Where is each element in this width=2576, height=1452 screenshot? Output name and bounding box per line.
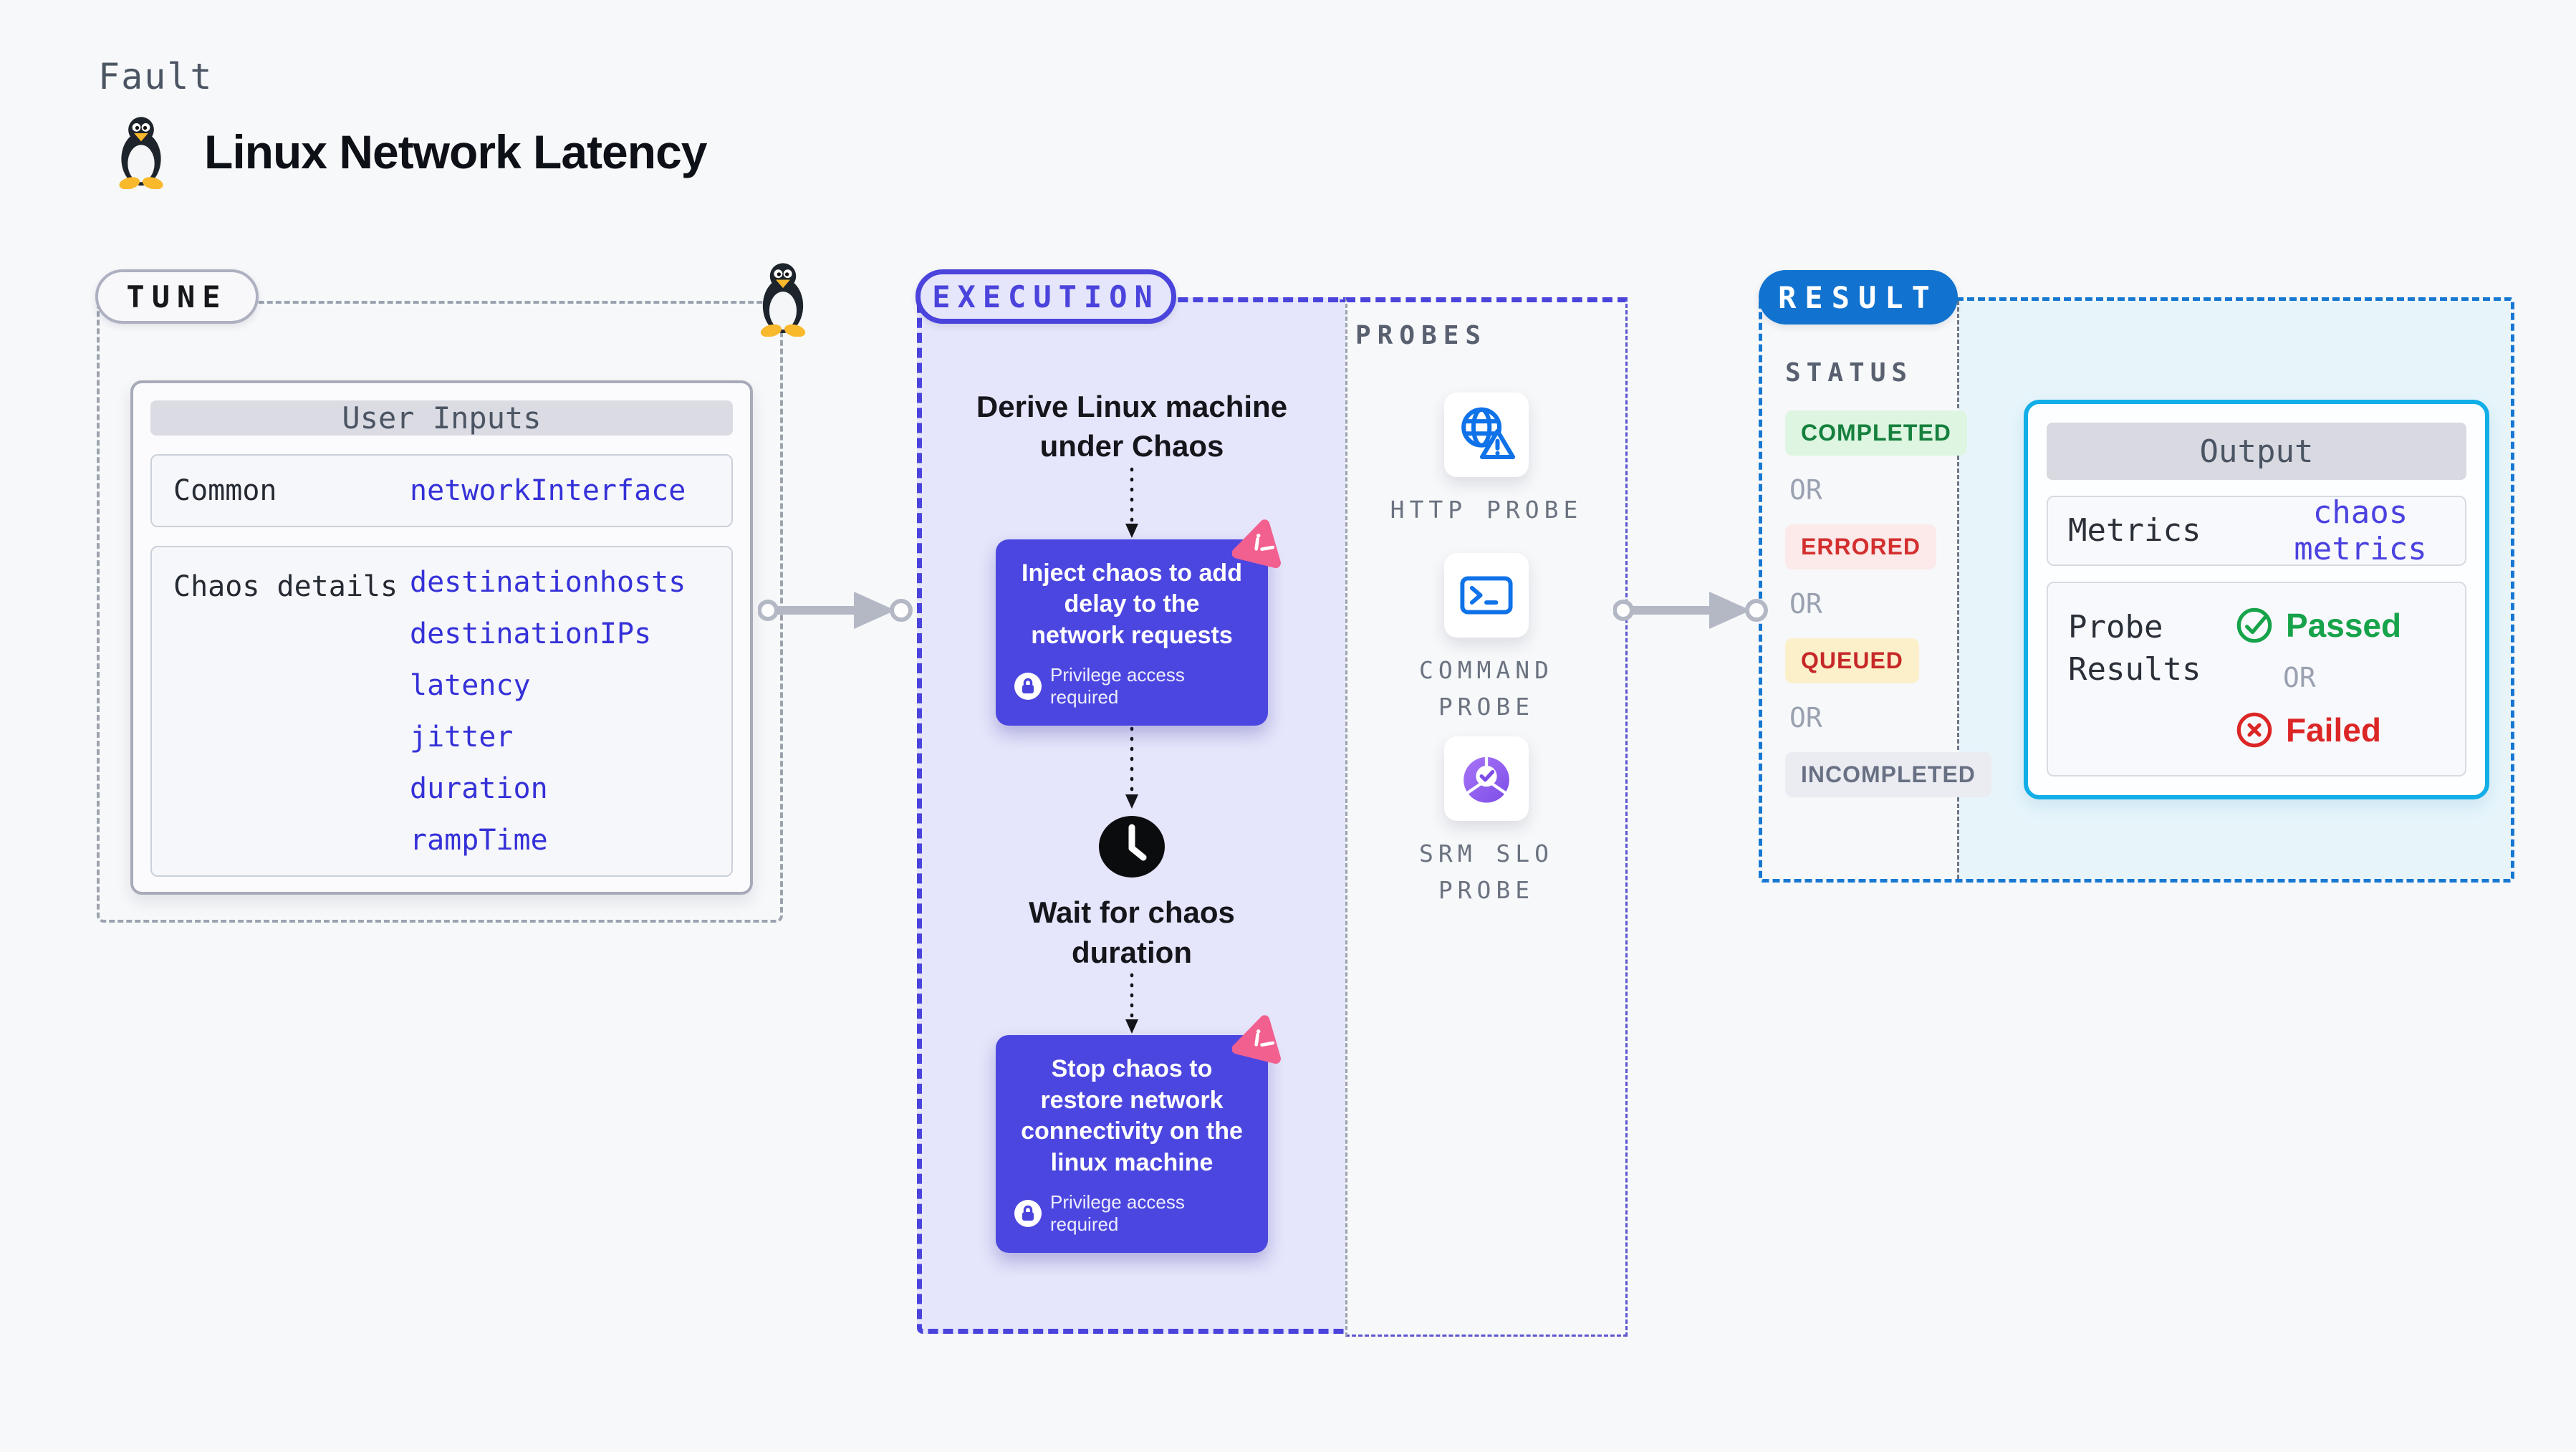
input-value: networkInterface <box>410 474 686 507</box>
status-badge-completed: COMPLETED <box>1785 410 1967 456</box>
input-value: destinationIPs <box>410 617 652 650</box>
input-value: rampTime <box>410 824 548 857</box>
probe-results-label: Probe Results <box>2068 609 2201 688</box>
probes-section-box <box>1345 297 1628 1337</box>
or-label: OR <box>1789 588 1822 620</box>
input-row-common: Common networkInterface <box>150 454 733 527</box>
status-badge-errored: ERRORED <box>1785 524 1937 569</box>
command-probe-item: COMMAND PROBE <box>1379 553 1594 725</box>
terminal-icon <box>1460 576 1513 615</box>
input-row-chaos-details: Chaos details destinationhosts destinati… <box>150 546 733 877</box>
status-heading: STATUS <box>1785 358 1913 388</box>
srm-slo-probe-card <box>1444 736 1529 821</box>
execution-to-result-arrow <box>1613 592 1768 629</box>
metrics-value: chaos metrics <box>2294 494 2427 567</box>
command-probe-card <box>1444 553 1529 638</box>
or-label: OR <box>1789 474 1822 506</box>
user-inputs-header: User Inputs <box>150 400 733 436</box>
failed-x-icon <box>2236 712 2272 748</box>
probe-results-row: Probe Results Passed OR Faile <box>2047 582 2466 777</box>
dotted-down-arrow-icon <box>1125 467 1138 538</box>
execution-section-pill: EXECUTION <box>915 269 1176 324</box>
result-section-box <box>1759 297 2514 883</box>
probes-heading: PROBES <box>1355 321 1488 350</box>
derive-step-text: Derive Linux machine under Chaos <box>976 390 1288 463</box>
stop-chaos-step-card: Stop chaos to restore network connectivi… <box>996 1015 1281 1254</box>
passed-check-icon <box>2236 607 2272 643</box>
tux-penguin-icon <box>759 263 807 337</box>
lock-icon <box>1014 1200 1042 1228</box>
srm-slo-probe-item: SRM SLO PROBE <box>1379 736 1594 908</box>
input-value: destinationhosts <box>410 566 686 599</box>
output-header: Output <box>2047 423 2466 480</box>
tux-penguin-logo <box>117 117 165 189</box>
privilege-access-label: Privilege access required <box>1050 1191 1185 1236</box>
user-inputs-card: User Inputs Common networkInterface Chao… <box>130 380 753 895</box>
stop-chaos-text: Stop chaos to restore network connectivi… <box>1021 1055 1243 1176</box>
slo-pie-icon <box>1464 756 1509 803</box>
or-label: OR <box>1789 702 1822 734</box>
probe-label: HTTP PROBE <box>1390 496 1583 524</box>
metrics-row: Metrics chaos metrics <box>2047 494 2466 567</box>
probe-label: COMMAND PROBE <box>1418 656 1554 721</box>
metrics-label: Metrics <box>2068 512 2201 549</box>
http-probe-item: HTTP PROBE <box>1379 393 1594 528</box>
output-card: Output Metrics chaos metrics Probe Resul… <box>2024 400 2489 799</box>
lock-icon <box>1014 673 1042 701</box>
execution-flow: Derive Linux machine under Chaos Inject … <box>931 387 1332 1254</box>
input-value: duration <box>410 772 548 805</box>
input-value: jitter <box>410 721 514 754</box>
dotted-down-arrow-icon <box>1125 727 1138 809</box>
chaos-hub-icon <box>1232 1015 1281 1064</box>
probe-label: SRM SLO PROBE <box>1418 840 1554 905</box>
page-title: Linux Network Latency <box>204 125 707 178</box>
globe-alert-icon <box>1461 407 1515 459</box>
wait-clock-icon <box>1097 814 1166 883</box>
failed-label: Failed <box>2286 711 2381 749</box>
or-label: OR <box>2283 662 2316 693</box>
fault-kicker: Fault <box>98 56 213 97</box>
chaos-hub-icon <box>1232 519 1281 568</box>
result-divider <box>1957 301 1959 879</box>
tune-section-pill: TUNE <box>95 269 259 324</box>
status-badge-queued: QUEUED <box>1785 638 1919 683</box>
inject-chaos-text: Inject chaos to add delay to the network… <box>1022 559 1242 649</box>
dotted-down-arrow-icon <box>1125 973 1138 1034</box>
wait-step-text: Wait for chaos duration <box>1029 895 1235 969</box>
status-badge-incompleted: INCOMPLETED <box>1785 752 1991 797</box>
input-row-label: Chaos details <box>173 570 398 603</box>
privilege-access-label: Privilege access required <box>1050 664 1185 708</box>
http-probe-card <box>1444 393 1529 477</box>
passed-label: Passed <box>2286 607 2402 644</box>
input-value: latency <box>410 669 531 702</box>
inject-chaos-step-card: Inject chaos to add delay to the network… <box>996 519 1281 726</box>
result-section-pill: RESULT <box>1759 270 1958 324</box>
tune-to-execution-arrow <box>758 592 913 629</box>
status-column: STATUS COMPLETED OR ERRORED OR QUEUED OR… <box>1785 358 1991 797</box>
input-row-label: Common <box>173 474 277 507</box>
